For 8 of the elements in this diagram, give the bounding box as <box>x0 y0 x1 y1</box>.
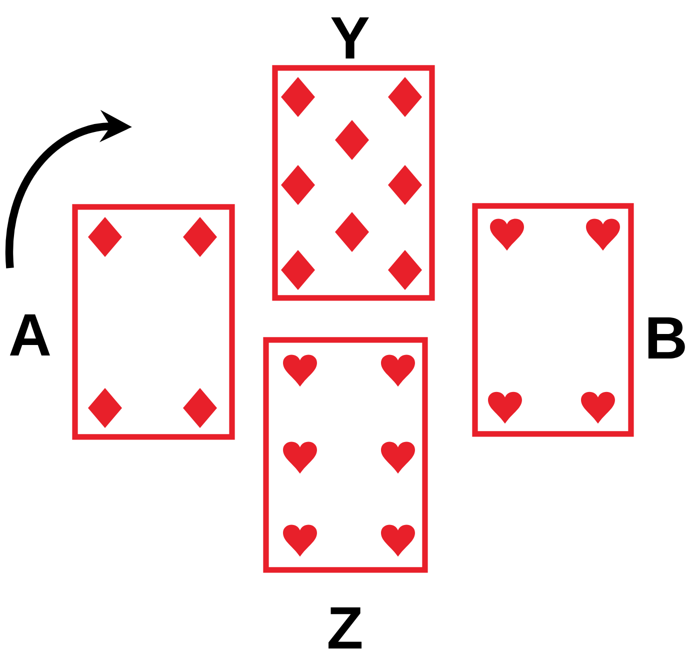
playing-card <box>272 65 435 301</box>
playing-card <box>72 204 235 440</box>
card-label: Z <box>328 607 362 649</box>
card-label: Y <box>331 17 369 59</box>
playing-card <box>263 337 428 573</box>
card-label: A <box>10 314 50 356</box>
playing-card <box>472 203 634 437</box>
card-label: B <box>648 317 685 359</box>
